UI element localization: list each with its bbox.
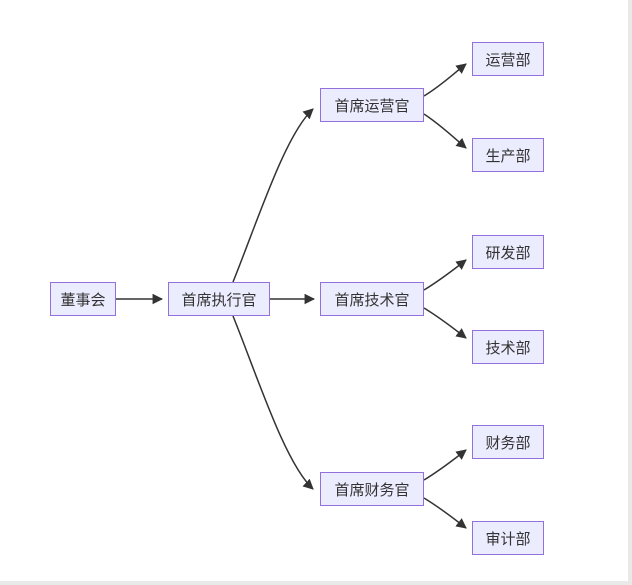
edge-coo-ops xyxy=(423,63,467,97)
node-ceo: 首席执行官 xyxy=(168,282,270,316)
edge-ceo-cfo xyxy=(232,315,314,490)
edge-ceo-coo xyxy=(232,108,314,283)
edge-coo-prod xyxy=(423,113,467,149)
node-cfo: 首席财务官 xyxy=(320,472,424,506)
node-audit: 审计部 xyxy=(472,521,544,555)
node-board: 董事会 xyxy=(50,282,116,316)
node-fin: 财务部 xyxy=(472,425,544,459)
node-cto: 首席技术官 xyxy=(320,282,424,316)
edge-cfo-audit xyxy=(423,497,467,529)
edge-cto-rd xyxy=(423,259,467,291)
edge-cfo-fin xyxy=(423,449,467,481)
node-ops: 运营部 xyxy=(472,42,544,76)
edge-cto-tech xyxy=(423,307,467,339)
node-rd: 研发部 xyxy=(472,235,544,269)
node-prod: 生产部 xyxy=(472,138,544,172)
node-coo: 首席运营官 xyxy=(320,88,424,122)
node-tech: 技术部 xyxy=(472,330,544,364)
